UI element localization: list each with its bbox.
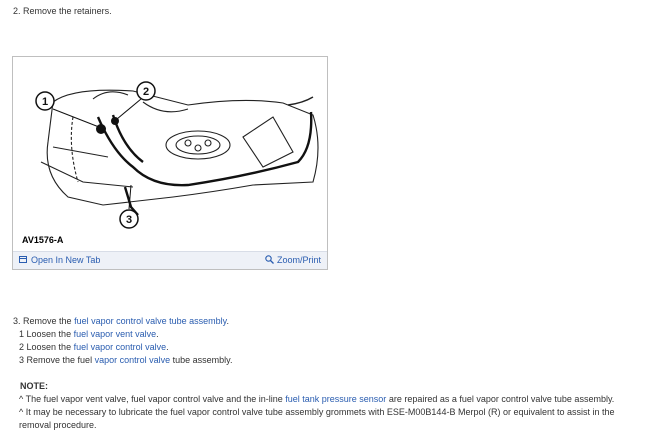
- step-number: 3.: [13, 316, 21, 326]
- open-in-new-tab-link[interactable]: Open In New Tab: [19, 255, 100, 265]
- substep-suffix: .: [156, 329, 159, 339]
- substep-2: 2 Loosen the fuel vapor control valve.: [19, 342, 169, 352]
- callout-2: 2: [143, 86, 149, 98]
- vapor-control-valve-link[interactable]: vapor control valve: [94, 355, 171, 365]
- substep-suffix: .: [166, 342, 169, 352]
- note-item-2-text: It may be necessary to lubricate the fue…: [19, 407, 615, 430]
- fuel-tank-pressure-sensor-link[interactable]: fuel tank pressure sensor: [285, 394, 387, 404]
- substep-prefix: Loosen the: [26, 329, 72, 339]
- note-item-1-prefix: The fuel vapor vent valve, fuel vapor co…: [25, 394, 283, 404]
- open-tab-icon: [19, 256, 27, 263]
- step-text: Remove the retainers.: [23, 6, 112, 16]
- figure-panel: 1 2 3 AV1576-A Open In New Tab Zoom/Prin…: [12, 56, 328, 270]
- note-bullet: ^: [19, 407, 24, 417]
- figure-label: AV1576-A: [22, 235, 64, 245]
- note-heading: NOTE:: [20, 381, 48, 391]
- substep-prefix: Remove the fuel: [26, 355, 93, 365]
- fuel-vapor-control-valve-link[interactable]: fuel vapor control valve: [73, 342, 167, 352]
- fuel-tank-diagram: 1 2 3: [35, 81, 319, 229]
- substep-1: 1 Loosen the fuel vapor vent valve.: [19, 329, 159, 339]
- fuel-vapor-vent-valve-link[interactable]: fuel vapor vent valve: [73, 329, 157, 339]
- magnifier-icon: [265, 255, 274, 264]
- note-item-2: ^ It may be necessary to lubricate the f…: [19, 406, 641, 432]
- callout-1: 1: [42, 96, 48, 108]
- substep-number: 1: [19, 329, 25, 339]
- step-2: 2. Remove the retainers.: [13, 6, 112, 16]
- fuel-vapor-tube-assembly-link[interactable]: fuel vapor control valve tube assembly: [74, 316, 227, 326]
- note-item-1: ^ The fuel vapor vent valve, fuel vapor …: [19, 394, 614, 404]
- substep-number: 2: [19, 342, 25, 352]
- substep-suffix: tube assembly.: [172, 355, 233, 365]
- substep-number: 3: [19, 355, 25, 365]
- substep-3: 3 Remove the fuel vapor control valve tu…: [19, 355, 233, 365]
- note-bullet: ^: [19, 394, 24, 404]
- step-prefix: Remove the: [23, 316, 72, 326]
- callout-3: 3: [126, 214, 132, 226]
- step-3: 3. Remove the fuel vapor control valve t…: [13, 316, 229, 326]
- substep-prefix: Loosen the: [26, 342, 72, 352]
- figure-toolbar: Open In New Tab Zoom/Print: [13, 251, 327, 269]
- zoom-print-label: Zoom/Print: [276, 255, 321, 265]
- step-number: 2.: [13, 6, 21, 16]
- note-item-1-suffix: are repaired as a fuel vapor control val…: [388, 394, 615, 404]
- open-in-new-tab-label: Open In New Tab: [31, 255, 101, 265]
- step-suffix: .: [226, 316, 230, 326]
- zoom-print-link[interactable]: Zoom/Print: [265, 255, 321, 265]
